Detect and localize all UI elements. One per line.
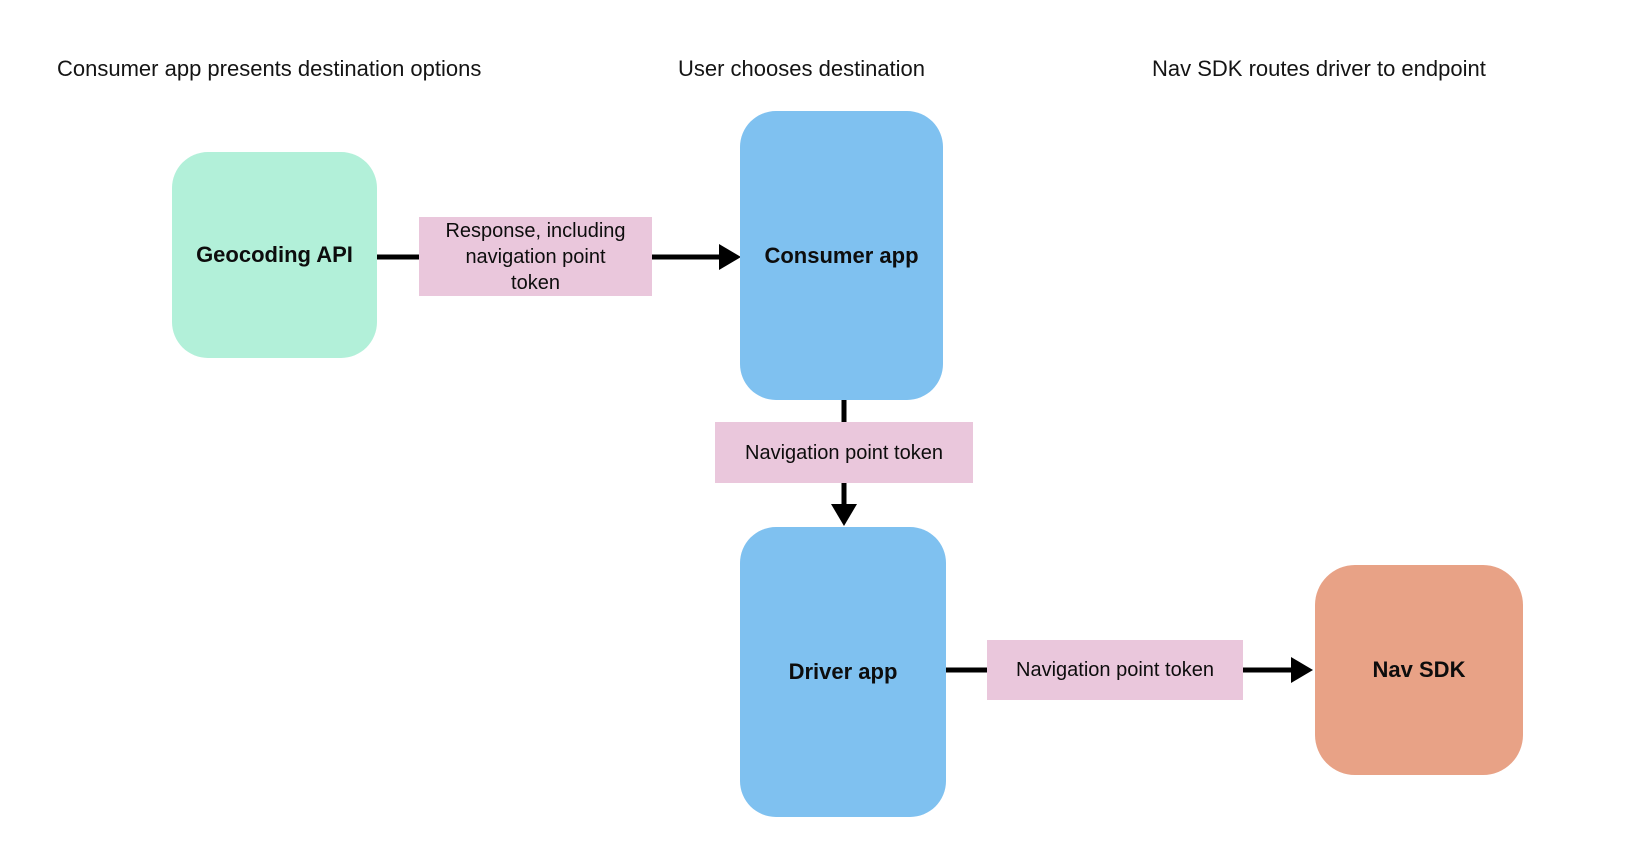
node-driver-app: Driver app	[740, 527, 946, 817]
stage-title-navsdk-routes: Nav SDK routes driver to endpoint	[1152, 56, 1486, 81]
arrowhead-into-navsdk-icon	[1291, 657, 1313, 683]
edge-label-token-1-text: Navigation point token	[745, 441, 943, 464]
node-geocoding-api: Geocoding API	[172, 152, 377, 358]
edge-label-response-including-token: Response, including navigation point tok…	[419, 217, 652, 296]
node-geocoding-api-label: Geocoding API	[196, 242, 353, 267]
stage-title-user-chooses: User chooses destination	[678, 56, 926, 81]
edge-label-token-2-text: Navigation point token	[1016, 659, 1214, 681]
node-driver-app-label: Driver app	[788, 659, 898, 684]
node-consumer-app-label: Consumer app	[764, 242, 919, 268]
edge-label-response-text: Response, including navigation point tok…	[445, 219, 626, 294]
node-consumer-app: Consumer app	[740, 111, 943, 400]
node-nav-sdk: Nav SDK	[1315, 565, 1523, 775]
stage-title-consumer-presents: Consumer app presents destination option…	[57, 56, 482, 81]
edge-label-navigation-point-token-2: Navigation point token	[987, 640, 1243, 700]
edge-label-navigation-point-token-1: Navigation point token	[715, 422, 973, 483]
arrowhead-into-consumer-icon	[719, 244, 741, 270]
arrowhead-into-driver-icon	[831, 504, 857, 526]
node-nav-sdk-label: Nav SDK	[1372, 657, 1466, 682]
